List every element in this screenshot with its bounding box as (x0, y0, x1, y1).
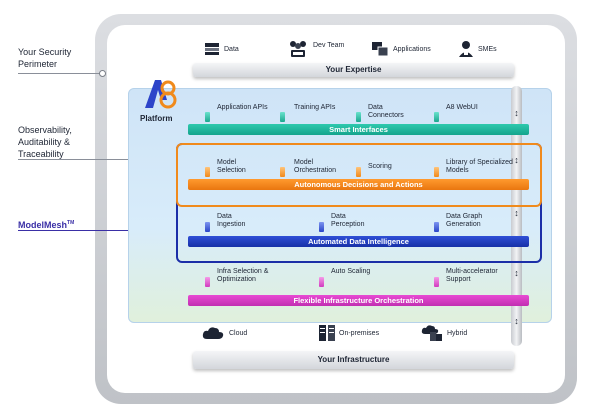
infra-item-selection-optimization: Infra Selection & Optimization (217, 268, 269, 283)
layer-connector-post (280, 112, 285, 122)
layer-connector-post (434, 222, 439, 232)
security-perimeter-label: Your Security Perimeter (18, 47, 72, 69)
autonomous-item-scoring: Scoring (368, 163, 392, 170)
layer-connector-post (319, 277, 324, 287)
expert-person-icon (459, 41, 473, 57)
layer-connector-post (205, 112, 210, 122)
layer-connector-post (434, 167, 439, 177)
layer-connector-post (434, 112, 439, 122)
infra-item-auto-scaling: Auto Scaling (331, 268, 371, 275)
automated-data-intelligence-layer: Automated Data Intelligence (188, 236, 529, 247)
cloud-icon (202, 327, 224, 339)
layer-connector-post (356, 112, 361, 122)
bidirectional-arrow-icon: ↕ (514, 268, 519, 278)
your-infrastructure-bar: Your Infrastructure (193, 351, 514, 369)
security-perimeter-dot (99, 70, 106, 77)
flexible-infrastructure-layer: Flexible Infrastructure Orchestration (188, 295, 529, 306)
smart-item-training-apis: Training APIs (294, 104, 336, 111)
autonomous-decisions-layer: Autonomous Decisions and Actions (188, 179, 529, 190)
bidirectional-arrow-icon: ↕ (514, 108, 519, 118)
infra-item-multi-accelerator: Multi-accelerator Support (446, 268, 498, 283)
infrastructure-item-on-premises: On-premises (339, 330, 380, 337)
dev-team-icon (290, 41, 306, 57)
expertise-item-data: Data (224, 46, 239, 53)
autonomous-boundary (176, 143, 542, 207)
layer-connector-post (434, 277, 439, 287)
modelmesh-label: ModelMeshTM (18, 220, 75, 230)
bidirectional-arrow-icon: ↕ (514, 316, 519, 326)
layer-connector-post (205, 277, 210, 287)
observability-leader-line (18, 159, 136, 160)
autonomous-item-model-orchestration: Model Orchestration (294, 159, 337, 174)
security-perimeter-leader-line (18, 73, 102, 74)
smart-item-a8-webui: A8 WebUI (446, 104, 478, 111)
autonomous-item-model-selection: Model Selection (217, 159, 246, 174)
observability-label: Observability, Auditability & Traceabili… (18, 125, 72, 159)
layer-connector-post (280, 167, 285, 177)
autonomous-item-specialized-models: Library of Specialized Models (446, 159, 513, 174)
layer-connector-post (205, 222, 210, 232)
hybrid-cloud-icon (421, 325, 442, 341)
your-expertise-bar: Your Expertise (193, 63, 514, 77)
bidirectional-arrow-icon: ↕ (514, 208, 519, 218)
expertise-item-smes: SMEs (478, 46, 497, 53)
database-icon (205, 43, 219, 55)
smart-interfaces-layer: Smart Interfaces (188, 124, 529, 135)
expertise-item-dev-team: Dev Team (313, 42, 345, 49)
infrastructure-item-cloud: Cloud (229, 330, 248, 337)
automated-item-data-ingestion: Data Ingestion (217, 213, 246, 228)
automated-item-data-graph-generation: Data Graph Generation (446, 213, 483, 228)
smart-item-data-connectors: Data Connectors (368, 104, 404, 119)
layer-connector-post (319, 222, 324, 232)
applications-icon (372, 42, 389, 57)
infrastructure-item-hybrid: Hybrid (447, 330, 468, 337)
layer-connector-post (356, 167, 361, 177)
server-rack-icon (319, 325, 335, 341)
a8-logo (145, 80, 177, 109)
expertise-item-applications: Applications (393, 46, 431, 53)
data-flow-pipe (511, 86, 522, 346)
layer-connector-post (205, 167, 210, 177)
bidirectional-arrow-icon: ↕ (514, 155, 519, 165)
platform-label: Platform (140, 114, 173, 123)
smart-item-application-apis: Application APIs (217, 104, 268, 111)
modelmesh-leader-line (18, 230, 176, 231)
automated-item-data-perception: Data Perception (331, 213, 365, 228)
